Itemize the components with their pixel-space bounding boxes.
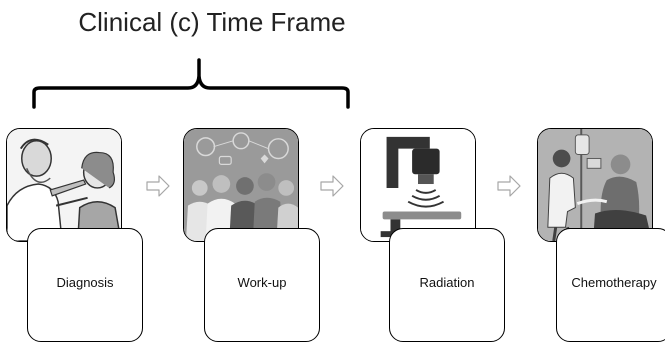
- arrow-right-icon: [320, 175, 344, 197]
- stage-label-work-up: Work-up: [237, 274, 287, 290]
- diagram-title: Clinical (c) Time Frame: [78, 7, 346, 37]
- chemotherapy-image: [537, 128, 653, 242]
- medical-team-icon: [184, 129, 298, 241]
- diagnosis-label-box: Diagnosis: [27, 228, 143, 342]
- work-up-image: [183, 128, 299, 242]
- time-frame-bracket: [32, 58, 350, 109]
- radiation-image: [360, 128, 476, 242]
- arrow-right-icon: [146, 175, 170, 197]
- stage-label-diagnosis: Diagnosis: [56, 274, 114, 290]
- radiation-machine-icon: [361, 129, 475, 241]
- diagnosis-image: [6, 128, 122, 242]
- radiation-label-box: Radiation: [389, 228, 505, 342]
- arrow-right-icon: [497, 175, 521, 197]
- chemotherapy-infusion-icon: [538, 129, 652, 241]
- chemotherapy-label-box: Chemotherapy: [556, 228, 665, 342]
- stage-label-chemotherapy: Chemotherapy: [571, 274, 657, 290]
- doctor-patient-exam-icon: [7, 129, 121, 241]
- stage-label-radiation: Radiation: [419, 274, 475, 290]
- work-up-label-box: Work-up: [204, 228, 320, 342]
